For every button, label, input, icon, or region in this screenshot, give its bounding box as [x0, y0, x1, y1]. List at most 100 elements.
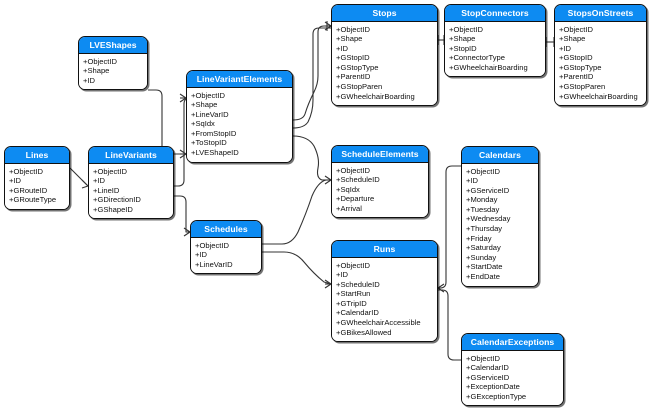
entity-lve-shapes-title: LVEShapes: [79, 37, 147, 54]
attribute-row: +Shape: [191, 100, 218, 110]
attribute-row: +LVEShapeID: [191, 148, 239, 158]
entity-line-variant-elements-attributes: +ObjectID +Shape +LineVarID +SqIdx +From…: [187, 87, 292, 162]
entity-stops-on-streets-title: StopsOnStreets: [555, 5, 646, 22]
attribute-row: +GWheelchairBoarding: [336, 91, 415, 101]
attribute-row: +Shape: [336, 34, 363, 44]
attribute-row: +Tuesday: [466, 204, 500, 214]
attribute-row: +ID: [83, 75, 96, 85]
attribute-row: +ID: [336, 43, 349, 53]
attribute-row: +ObjectID: [449, 24, 483, 34]
attribute-row: +Thursday: [466, 224, 503, 234]
attribute-row: +GTripID: [336, 298, 367, 308]
attribute-row: +LineVarID: [195, 259, 233, 269]
attribute-row: +Monday: [466, 195, 498, 205]
attribute-row: +ID: [195, 250, 208, 260]
entity-calendar-exceptions[interactable]: CalendarExceptions +ObjectID +CalendarID…: [461, 333, 564, 407]
edge-schedules-scheduleelements: [262, 179, 331, 245]
entity-lve-shapes[interactable]: LVEShapes +ObjectID +Shape +ID: [78, 36, 148, 91]
attribute-row: +GShapeID: [93, 204, 133, 214]
entity-calendars-title: Calendars: [462, 147, 538, 164]
attribute-row: +ExceptionDate: [466, 382, 520, 392]
entity-stops-on-streets[interactable]: StopsOnStreets +ObjectID +Shape +ID +GSt…: [554, 4, 647, 107]
attribute-row: +GWheelchairAccessible: [336, 318, 421, 328]
entity-schedules[interactable]: Schedules +ObjectID +ID +LineVarID: [190, 220, 262, 275]
entity-stops-attributes: +ObjectID +Shape +ID +GStopID +GStopType…: [332, 21, 437, 106]
entity-stops-title: Stops: [332, 5, 437, 22]
entity-schedule-elements[interactable]: ScheduleElements +ObjectID +ScheduleID +…: [331, 145, 429, 219]
entity-schedules-attributes: +ObjectID +ID +LineVarID: [191, 237, 261, 274]
entity-calendar-exceptions-title: CalendarExceptions: [462, 334, 563, 351]
attribute-row: +ObjectID: [336, 165, 370, 175]
edge-calendarexceptions-runs: [438, 289, 461, 361]
edge-schedules-runs: [262, 251, 332, 285]
attribute-row: +ID: [336, 270, 349, 280]
attribute-row: +ID: [93, 176, 106, 186]
attribute-row: +ID: [466, 176, 479, 186]
attribute-row: +ObjectID: [9, 166, 43, 176]
attribute-row: +Arrival: [336, 203, 362, 213]
entity-lines-attributes: +ObjectID +ID +GRouteID +GRouteType: [5, 163, 69, 209]
entity-line-variant-elements-title: LineVariantElements: [187, 71, 292, 88]
attribute-row: +Wednesday: [466, 214, 511, 224]
edge-linevariants-schedules: [174, 195, 190, 233]
entity-stops-on-streets-attributes: +ObjectID +Shape +ID +GStopID +GStopType…: [555, 21, 646, 106]
attribute-row: +FromStopID: [191, 128, 237, 138]
attribute-row: +LineVarID: [191, 109, 229, 119]
attribute-row: +StopID: [449, 43, 477, 53]
attribute-row: +ObjectID: [336, 24, 370, 34]
entity-lines-title: Lines: [5, 147, 69, 164]
attribute-row: +ObjectID: [466, 166, 500, 176]
entity-schedule-elements-attributes: +ObjectID +ScheduleID +SqIdx +Departure …: [332, 162, 428, 218]
attribute-row: +ObjectID: [195, 240, 229, 250]
attribute-row: +Shape: [83, 66, 110, 76]
attribute-row: +GStopParen: [559, 82, 606, 92]
attribute-row: +ParentID: [559, 72, 594, 82]
attribute-row: +GDirectionID: [93, 195, 141, 205]
attribute-row: +GServiceID: [466, 372, 510, 382]
attribute-row: +Sunday: [466, 252, 497, 262]
attribute-row: +Saturday: [466, 243, 501, 253]
entity-runs[interactable]: Runs +ObjectID +ID +ScheduleID +StartRun…: [331, 240, 438, 343]
attribute-row: +ScheduleID: [336, 175, 380, 185]
entity-stop-connectors-title: StopConnectors: [445, 5, 545, 22]
attribute-row: +ParentID: [336, 72, 371, 82]
attribute-row: +SqIdx: [336, 184, 360, 194]
entity-schedule-elements-title: ScheduleElements: [332, 146, 428, 163]
entity-line-variants-title: LineVariants: [89, 147, 173, 164]
entity-calendars-attributes: +ObjectID +ID +GServiceID +Monday +Tuesd…: [462, 163, 538, 286]
entity-runs-title: Runs: [332, 241, 437, 258]
attribute-row: +ObjectID: [466, 353, 500, 363]
attribute-row: +GStopID: [336, 53, 370, 63]
attribute-row: +EndDate: [466, 272, 500, 282]
attribute-row: +LineID: [93, 185, 120, 195]
edge-lveshapes-linevariantelements: [148, 89, 186, 155]
attribute-row: +CalendarID: [466, 363, 509, 373]
attribute-row: +ScheduleID: [336, 279, 380, 289]
entity-lines[interactable]: Lines +ObjectID +ID +GRouteID +GRouteTyp…: [4, 146, 70, 210]
entity-line-variants[interactable]: LineVariants +ObjectID +ID +LineID +GDir…: [88, 146, 174, 220]
attribute-row: +ID: [559, 43, 572, 53]
attribute-row: +GStopID: [559, 53, 593, 63]
entity-calendar-exceptions-attributes: +ObjectID +CalendarID +GServiceID +Excep…: [462, 350, 563, 406]
entity-stops[interactable]: Stops +ObjectID +Shape +ID +GStopID +GSt…: [331, 4, 438, 107]
edge-lines-linevariants: [69, 167, 89, 187]
entity-calendars[interactable]: Calendars +ObjectID +ID +GServiceID +Mon…: [461, 146, 539, 287]
attribute-row: +GExceptionType: [466, 391, 527, 401]
attribute-row: +GStopType: [559, 62, 602, 72]
attribute-row: +ID: [9, 176, 22, 186]
attribute-row: +GStopType: [336, 62, 379, 72]
attribute-row: +CalendarID: [336, 308, 379, 318]
attribute-row: +Departure: [336, 194, 375, 204]
entity-stop-connectors[interactable]: StopConnectors +ObjectID +Shape +StopID …: [444, 4, 546, 78]
attribute-row: +GBikesAllowed: [336, 327, 392, 337]
edge-lve-stops-from: [292, 25, 331, 121]
entity-line-variant-elements[interactable]: LineVariantElements +ObjectID +Shape +Li…: [186, 70, 293, 163]
attribute-row: +StartRun: [336, 289, 371, 299]
attribute-row: +StartDate: [466, 262, 503, 272]
attribute-row: +GWheelchairBoarding: [449, 62, 528, 72]
attribute-row: +GRouteID: [9, 185, 48, 195]
edge-calendars-runs: [438, 165, 461, 289]
attribute-row: +ObjectID: [83, 56, 117, 66]
attribute-row: +SqIdx: [191, 119, 215, 129]
